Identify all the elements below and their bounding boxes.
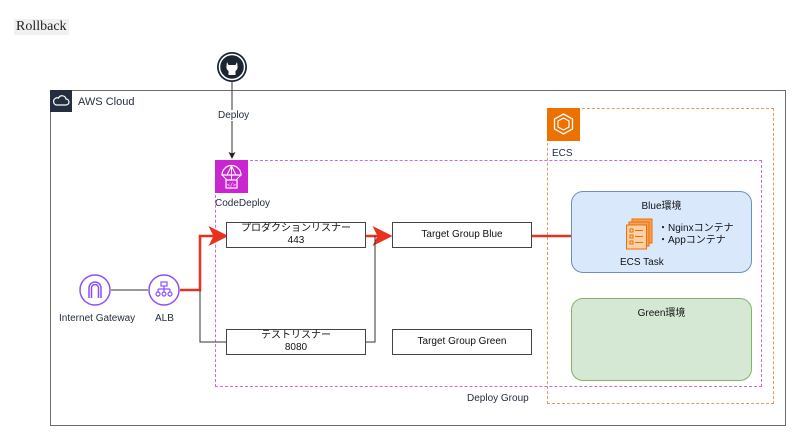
green-environment[interactable]: Green環境 <box>571 298 752 381</box>
load-balancer-icon <box>148 274 180 306</box>
container-list: ・Nginxコンテナ ・Appコンテナ <box>658 223 734 247</box>
ecs-task-icon <box>626 218 656 250</box>
aws-cloud-label: AWS Cloud <box>78 96 135 108</box>
page-heading: Rollback <box>14 19 69 35</box>
production-listener-port: 443 <box>287 235 305 246</box>
test-listener[interactable]: テストリスナー 8080 <box>226 329 366 355</box>
deploy-group-label: Deploy Group <box>467 393 529 404</box>
github-icon <box>216 51 248 83</box>
target-group-blue[interactable]: Target Group Blue <box>392 222 532 248</box>
deploy-edge-label: Deploy <box>218 110 250 121</box>
production-listener[interactable]: プロダクションリスナー 443 <box>226 222 366 248</box>
internet-gateway-label: Internet Gateway <box>59 313 136 324</box>
blue-environment-label: Blue環境 <box>641 201 682 212</box>
ecs-icon <box>547 108 580 141</box>
ecs-label: ECS <box>552 148 573 159</box>
alb-label: ALB <box>155 313 174 324</box>
edge-alb-production-listener <box>180 226 229 292</box>
blue-environment[interactable]: Blue環境 <box>571 191 752 273</box>
target-group-blue-label: Target Group Blue <box>421 229 503 240</box>
codedeploy-icon: </> <box>215 160 248 193</box>
edge-alb-test-listener <box>199 290 226 343</box>
test-listener-port: 8080 <box>284 342 308 353</box>
test-listener-name: テストリスナー <box>261 330 331 341</box>
target-group-green[interactable]: Target Group Green <box>392 329 532 355</box>
codedeploy-label: CodeDeploy <box>215 198 271 209</box>
container-item: ・Appコンテナ <box>658 235 726 246</box>
production-listener-name: プロダクションリスナー <box>241 223 351 234</box>
cloud-icon <box>50 90 72 112</box>
target-group-green-label: Target Group Green <box>417 336 507 347</box>
container-item: ・Nginxコンテナ <box>658 223 734 234</box>
internet-gateway-icon <box>79 274 111 306</box>
svg-text:</>: </> <box>227 183 236 189</box>
ecs-task-label: ECS Task <box>620 257 664 268</box>
edge-test-listener-tg-blue <box>366 236 376 343</box>
deploy-group <box>215 160 762 387</box>
ecs-group <box>547 108 774 404</box>
green-environment-label: Green環境 <box>637 308 686 319</box>
aws-cloud-group <box>50 90 786 426</box>
